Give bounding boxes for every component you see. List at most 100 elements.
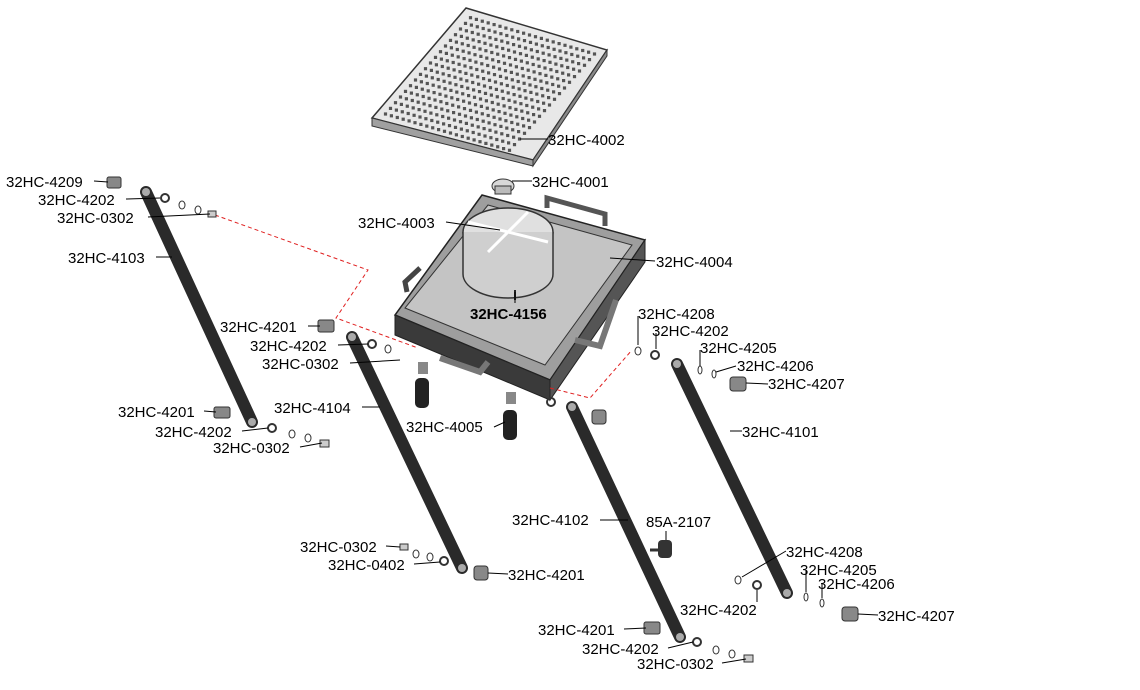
caster-wheels	[415, 362, 517, 440]
label-32hc-4202-f: 32HC-4202	[582, 641, 659, 658]
label-32hc-0302-b: 32HC-0302	[213, 440, 290, 457]
label-32hc-4001: 32HC-4001	[532, 174, 609, 191]
plate-hole	[484, 49, 488, 53]
plate-hole	[487, 71, 491, 75]
plate-hole	[528, 40, 533, 44]
plate-hole	[470, 73, 474, 77]
plate-hole	[460, 42, 464, 46]
plate-hole	[497, 110, 501, 114]
label-32hc-4202-a: 32HC-4202	[38, 192, 115, 209]
plate-hole	[498, 74, 503, 78]
plate-hole	[458, 70, 462, 74]
plate-hole	[452, 68, 456, 72]
plate-hole	[537, 107, 541, 111]
plate-hole	[433, 98, 437, 102]
plate-hole	[477, 82, 481, 86]
plate-hole	[480, 19, 484, 23]
plate-hole	[470, 30, 474, 35]
plate-hole	[443, 44, 448, 48]
plate-hole	[487, 78, 492, 82]
plate-hole	[507, 141, 511, 145]
label-32hc-4002: 32HC-4002	[548, 132, 625, 149]
plate-hole	[546, 88, 550, 92]
plate-hole	[458, 120, 463, 124]
plate-hole	[542, 101, 546, 105]
plate-hole	[532, 113, 536, 117]
plate-hole	[412, 113, 416, 117]
plate-hole	[395, 115, 399, 120]
plate-hole	[465, 36, 469, 40]
label-32hc-4156: 32HC-4156	[470, 306, 547, 323]
plate-hole	[409, 91, 413, 95]
plate-hole	[536, 99, 540, 104]
plate-hole	[484, 99, 488, 103]
plate-hole	[532, 120, 537, 124]
plate-hole	[530, 98, 534, 102]
plate-hole	[418, 72, 423, 76]
plate-hole	[521, 116, 525, 121]
plate-hole	[415, 93, 419, 97]
plate-hole	[419, 122, 423, 126]
plate-hole	[562, 86, 567, 90]
plate-hole	[517, 37, 521, 41]
plate-hole	[474, 110, 478, 114]
plate-hole	[431, 126, 435, 130]
plate-hole	[446, 66, 450, 70]
plate-hole	[500, 89, 504, 93]
plate-hole	[480, 112, 484, 116]
plate-hole	[516, 29, 520, 34]
plate-hole	[466, 136, 470, 140]
plate-hole	[511, 35, 515, 39]
plate-hole	[511, 85, 515, 89]
label-32hc-4103: 32HC-4103	[68, 250, 145, 267]
plate-hole	[423, 67, 428, 71]
plate-hole	[460, 134, 464, 139]
plate-hole	[398, 95, 403, 99]
plate-hole	[500, 39, 504, 43]
leg-4103	[140, 186, 258, 428]
leader-lines	[93, 138, 879, 664]
plate-hole	[524, 53, 528, 57]
plate-hole	[450, 53, 454, 57]
plate-hole	[522, 39, 527, 43]
label-32hc-0302-d: 32HC-0302	[300, 539, 377, 556]
plate-hole	[517, 130, 521, 134]
plate-hole	[502, 54, 506, 58]
plate-hole	[513, 100, 517, 104]
plate-hole	[507, 98, 511, 102]
plate-hole	[436, 77, 440, 82]
plate-hole	[517, 87, 521, 91]
plate-hole	[421, 94, 425, 99]
plate-hole	[400, 110, 404, 114]
plate-hole	[440, 107, 444, 111]
leg-4101	[671, 358, 793, 599]
label-32hc-4101: 32HC-4101	[742, 424, 819, 441]
plate-hole	[393, 101, 398, 105]
plate-hole	[468, 58, 472, 62]
plate-hole	[504, 26, 508, 30]
plate-hole	[545, 81, 549, 85]
label-32hc-4202-e: 32HC-4202	[680, 602, 757, 619]
plate-hole	[503, 69, 508, 73]
plate-hole	[523, 46, 528, 50]
plate-hole	[472, 95, 477, 99]
plate-hole	[500, 132, 504, 136]
plate-hole	[507, 56, 512, 60]
plate-hole	[430, 118, 434, 123]
plate-hole	[544, 73, 548, 77]
plate-hole	[474, 17, 478, 21]
plate-hole	[462, 107, 467, 111]
plate-hole	[405, 104, 409, 108]
plate-hole	[441, 72, 445, 76]
plate-hole	[508, 63, 513, 67]
plate-hole	[428, 104, 432, 108]
plate-hole	[528, 83, 532, 87]
plate-hole	[406, 111, 410, 116]
plate-hole	[471, 130, 475, 135]
plate-hole	[445, 59, 449, 63]
plate-hole	[548, 60, 552, 64]
plate-hole	[476, 32, 480, 36]
plate-hole	[457, 105, 461, 109]
plate-hole	[495, 137, 499, 142]
plate-hole	[510, 78, 514, 82]
